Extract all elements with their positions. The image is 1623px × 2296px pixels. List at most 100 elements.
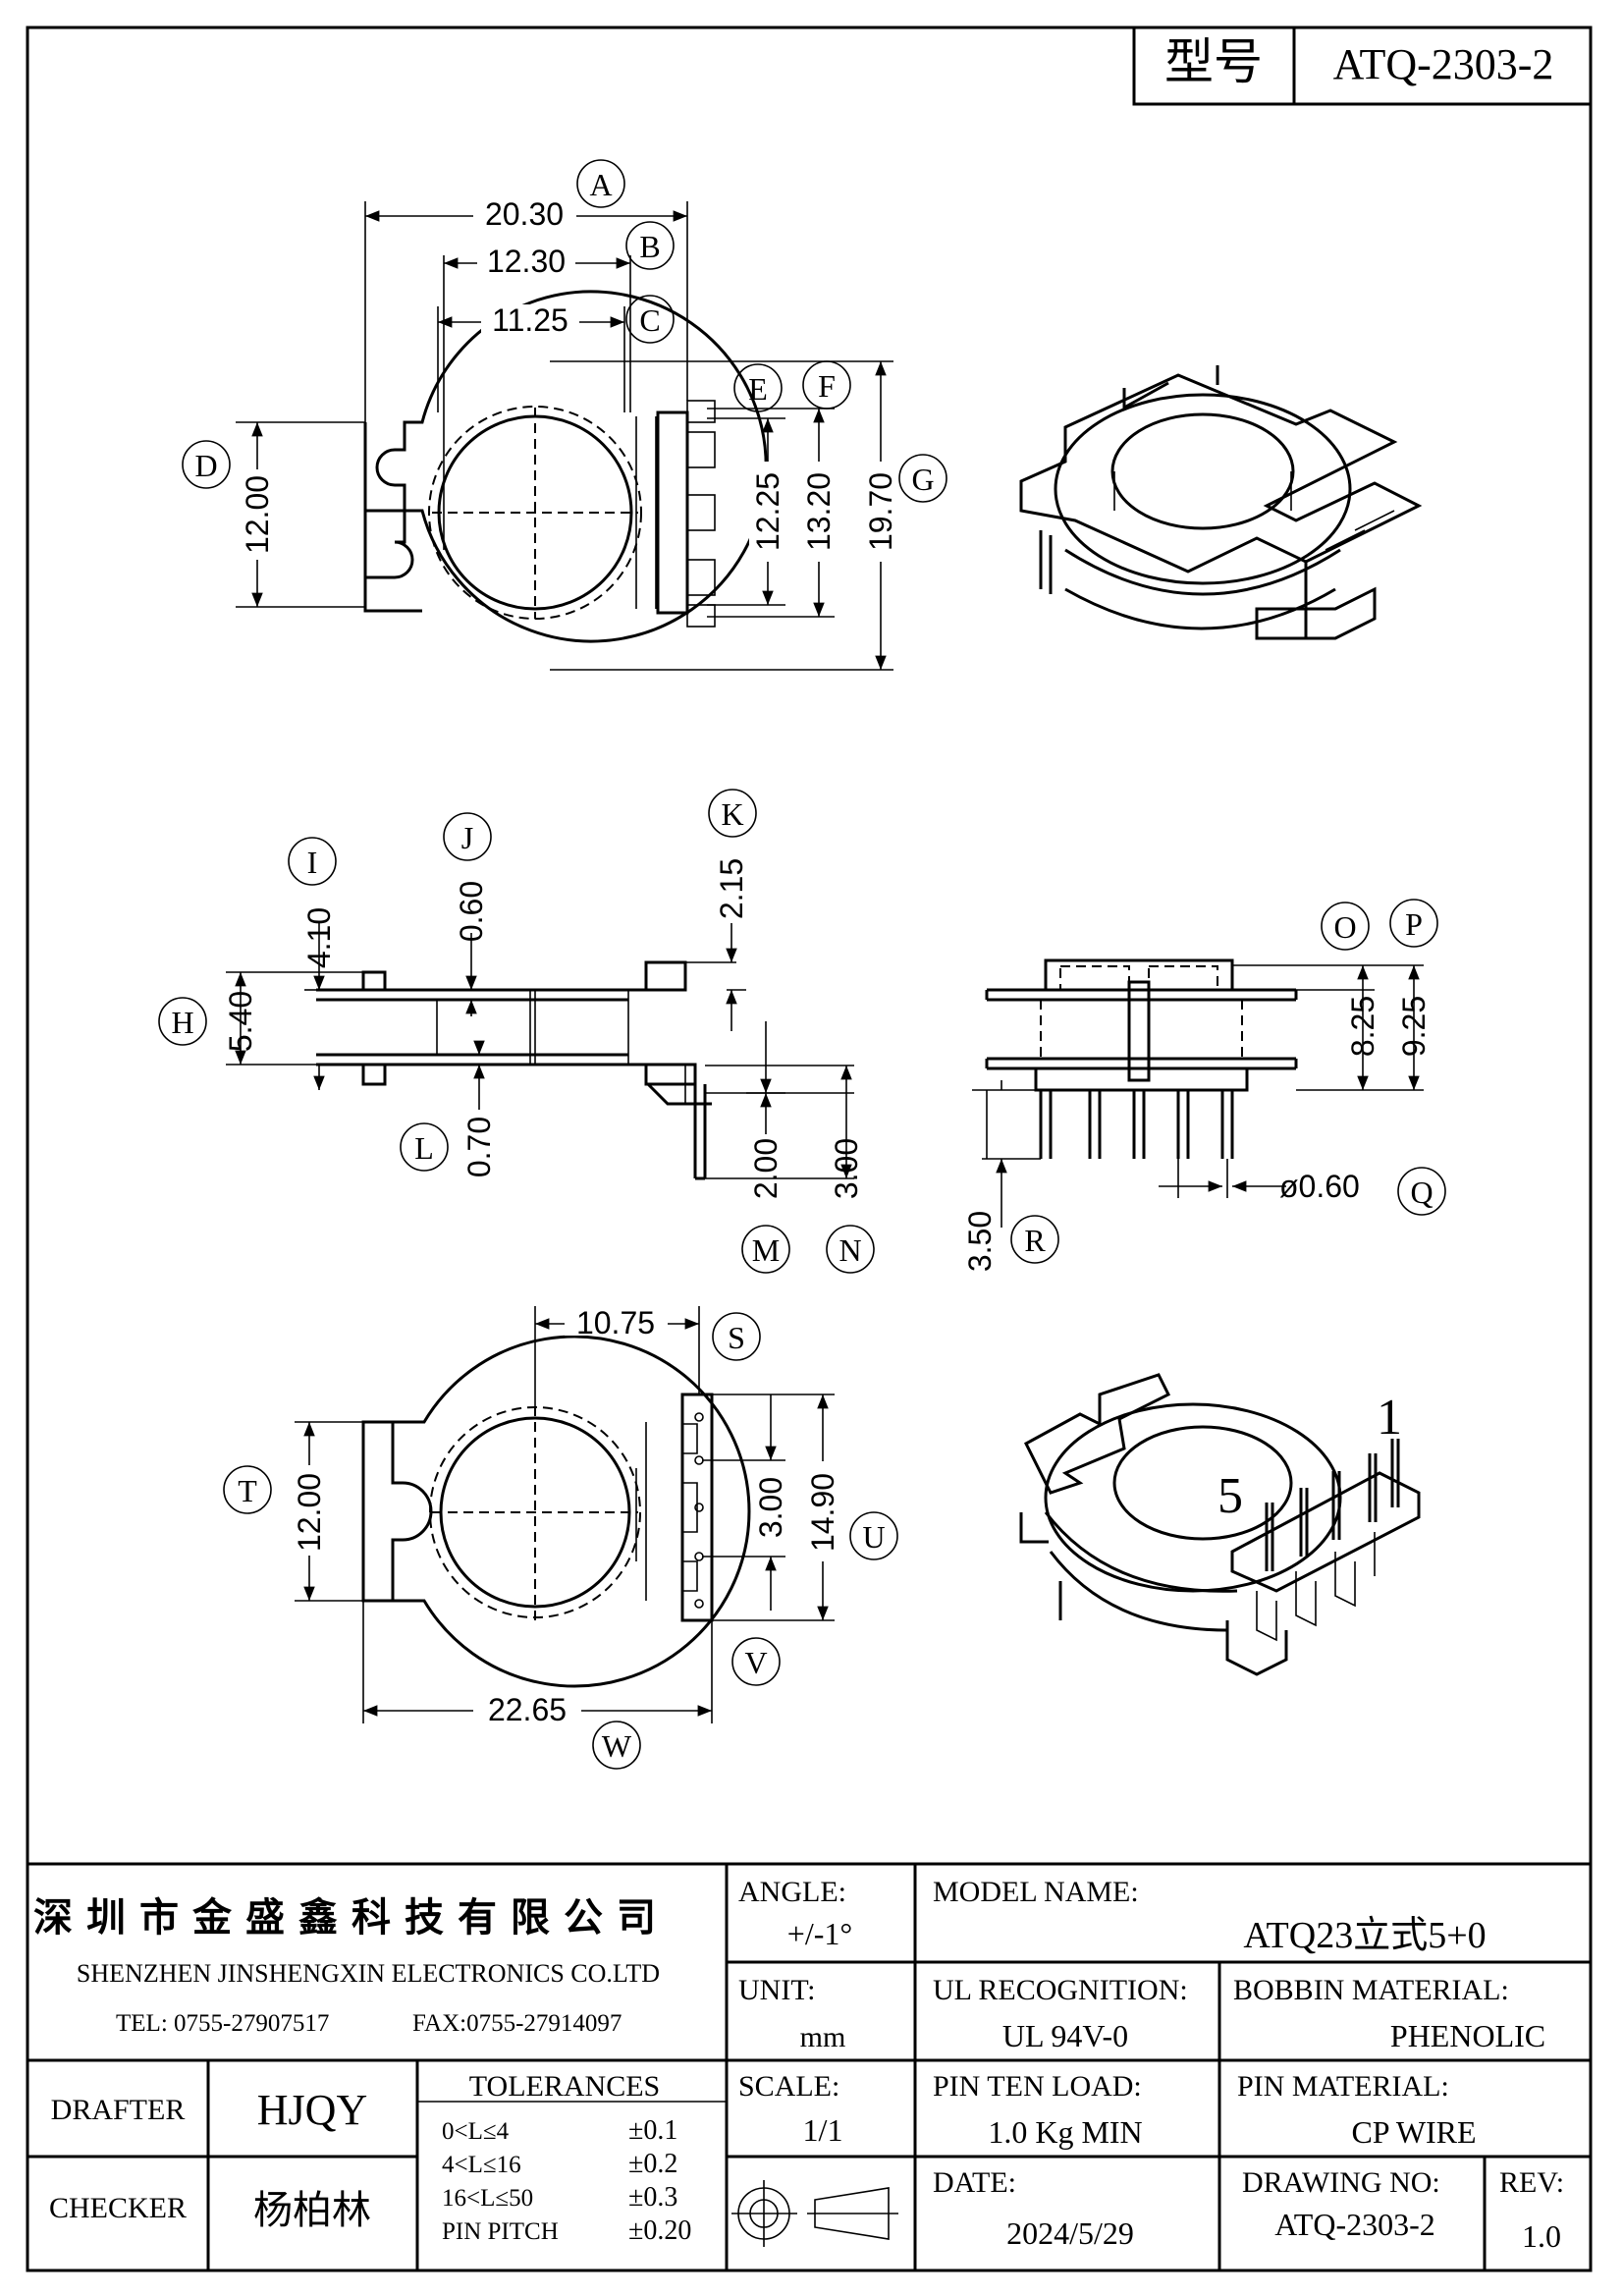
- callout-q: Q: [1397, 1167, 1446, 1216]
- tolerance-value-4: ±0.20: [628, 2215, 691, 2246]
- tolerance-value-2: ±0.2: [628, 2149, 677, 2179]
- dim-text-p: 9.25: [1396, 996, 1432, 1057]
- projection-symbol-icon: [731, 2180, 898, 2247]
- pin-material-value: CP WIRE: [1351, 2114, 1476, 2150]
- callout-a: A: [576, 159, 625, 208]
- iso-view-bottom: [1019, 1373, 1421, 1676]
- pin-material-label: PIN MATERIAL:: [1237, 2070, 1449, 2103]
- tolerance-range-2: 4<L≤16: [442, 2152, 521, 2178]
- callout-h-letter: H: [171, 1005, 193, 1040]
- side-view-dimension-texts: 5.40 4.10 0.60 2.15 0.70 2.00 3.00: [223, 858, 864, 1199]
- dim-text-l: 0.70: [461, 1117, 497, 1177]
- top-view-outline: [363, 290, 768, 643]
- callout-t-letter: T: [238, 1473, 257, 1508]
- callout-l-letter: L: [414, 1130, 434, 1166]
- model-name-value: ATQ23立式5+0: [1243, 1915, 1486, 1956]
- callout-e-letter: E: [748, 371, 768, 407]
- company-fax: FAX:0755-27914097: [412, 2010, 622, 2037]
- drafter-label: DRAFTER: [51, 2094, 186, 2126]
- callout-p-letter: P: [1405, 906, 1423, 942]
- front-view-dimension-texts: 8.25 9.25 ø0.60 3.50: [962, 996, 1432, 1272]
- dim-text-a: 20.30: [485, 196, 564, 232]
- drawing-no-label: DRAWING NO:: [1242, 2166, 1440, 2199]
- callout-f: F: [802, 360, 851, 410]
- dim-text-q: ø0.60: [1279, 1169, 1360, 1204]
- rev-value: 1.0: [1522, 2218, 1561, 2254]
- unit-value: mm: [800, 2021, 846, 2053]
- drawing-no-value: ATQ-2303-2: [1274, 2207, 1435, 2242]
- callout-b-letter: B: [639, 229, 660, 264]
- iso-view-top: [1019, 365, 1423, 640]
- dim-text-e: 12.25: [750, 472, 785, 551]
- ul-recognition-label: UL RECOGNITION:: [933, 1974, 1188, 2006]
- title-block: [27, 1862, 1591, 2270]
- callout-s-letter: S: [728, 1320, 745, 1355]
- date-label: DATE:: [933, 2166, 1016, 2199]
- tolerance-range-4: PIN PITCH: [442, 2218, 559, 2245]
- dim-text-j: 0.60: [454, 881, 489, 942]
- tolerance-range-1: 0<L≤4: [442, 2118, 510, 2145]
- dim-text-g: 19.70: [863, 472, 898, 551]
- callout-e: E: [733, 363, 783, 412]
- dim-text-w: 22.65: [488, 1692, 567, 1727]
- checker-value: 杨柏林: [253, 2188, 371, 2232]
- pin-ten-load-value: 1.0 Kg MIN: [988, 2114, 1142, 2150]
- top-view-dimensions: [236, 198, 899, 671]
- bottom-view-dimension-texts: 10.75 12.00 14.90 3.00 22.65: [292, 1305, 840, 1727]
- sheet-border: [26, 26, 1593, 2272]
- callout-b: B: [625, 221, 675, 270]
- callout-n-letter: N: [839, 1232, 861, 1268]
- bottom-view-dimensions: [291, 1306, 841, 1723]
- pin-ten-load-label: PIN TEN LOAD:: [933, 2070, 1142, 2103]
- callout-v-letter: V: [744, 1645, 767, 1680]
- drafter-value: HJQY: [257, 2086, 367, 2134]
- callout-j: J: [443, 812, 492, 861]
- model-box: 型号 ATQ-2303-2: [1132, 26, 1593, 106]
- dim-text-r: 3.50: [962, 1211, 998, 1272]
- bottom-view-callouts: S T U V W: [223, 1312, 898, 1770]
- company-tel: TEL: 0755-27907517: [116, 2010, 329, 2037]
- callout-t: T: [223, 1465, 272, 1514]
- bottom-view: [361, 1335, 751, 1688]
- dim-text-k: 2.15: [714, 858, 749, 919]
- top-view: [363, 290, 768, 643]
- dim-text-i: 4.10: [301, 907, 337, 968]
- angle-label: ANGLE:: [738, 1876, 846, 1908]
- front-view-dimensions: [972, 964, 1424, 1228]
- front-view: [985, 958, 1298, 1159]
- callout-f-letter: F: [818, 368, 836, 404]
- callout-w-letter: W: [602, 1728, 632, 1764]
- model-name-label: MODEL NAME:: [933, 1876, 1139, 1908]
- callout-l: L: [400, 1122, 449, 1172]
- scale-label: SCALE:: [738, 2070, 839, 2103]
- callout-a-letter: A: [589, 167, 612, 202]
- callout-s: S: [712, 1312, 761, 1361]
- callout-r: R: [1010, 1215, 1059, 1264]
- callout-m: M: [741, 1225, 790, 1274]
- callout-p: P: [1389, 899, 1438, 948]
- callout-m-letter: M: [752, 1232, 780, 1268]
- unit-label: UNIT:: [738, 1974, 816, 2006]
- callout-c: C: [625, 295, 675, 344]
- callout-d-letter: D: [194, 448, 217, 483]
- tolerance-value-1: ±0.1: [628, 2115, 677, 2146]
- callout-r-letter: R: [1024, 1223, 1046, 1258]
- pin-1-label: 1: [1377, 1390, 1402, 1446]
- top-view-callouts: A B C D E F G: [182, 159, 947, 503]
- callout-i-letter: I: [307, 845, 318, 880]
- side-view-callouts: H I J K L M N: [158, 789, 875, 1274]
- date-value: 2024/5/29: [1006, 2215, 1134, 2251]
- top-view-dimension-texts: 20.30 12.30 11.25 12.00 12.25 13.20 19.7…: [240, 196, 898, 554]
- callout-u-letter: U: [862, 1519, 885, 1555]
- dim-text-s: 10.75: [576, 1305, 655, 1340]
- callout-i: I: [288, 837, 337, 886]
- callout-u: U: [849, 1511, 898, 1560]
- callout-o-letter: O: [1333, 909, 1356, 945]
- callout-k-letter: K: [721, 796, 743, 832]
- angle-value: +/-1°: [787, 1916, 852, 1951]
- tolerances-label: TOLERANCES: [469, 2070, 660, 2103]
- dim-text-b: 12.30: [487, 244, 566, 279]
- callout-w: W: [592, 1721, 641, 1770]
- tolerance-value-3: ±0.3: [628, 2182, 677, 2213]
- dim-text-u: 14.90: [805, 1473, 840, 1552]
